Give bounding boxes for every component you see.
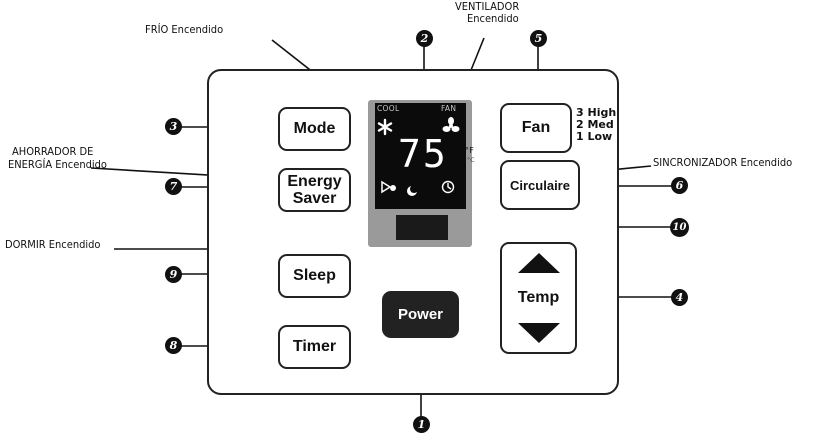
label-energy-on-2: ENERGÍA Encendido [8, 158, 107, 171]
energy-saver-icon [381, 180, 396, 194]
label-fan-on-1: VENTILADOR [455, 0, 520, 13]
callout-4: 4 [671, 289, 688, 306]
unit-celsius: °C [467, 157, 475, 164]
label-energy-on-1: AHORRADOR DE [12, 145, 94, 158]
temp-down-arrow-icon[interactable] [517, 322, 561, 344]
callout-7: 7 [165, 178, 182, 195]
circulaire-button[interactable]: Circulaire [500, 160, 580, 210]
callout-6: 6 [671, 177, 688, 194]
fan-speed-low: 1 Low [576, 130, 613, 143]
callout-2: 2 [416, 30, 433, 47]
fan-button[interactable]: Fan [500, 103, 572, 153]
temp-label: Temp [517, 289, 560, 306]
fan-icon [442, 117, 460, 132]
fan-speed-med: 2 Med [576, 118, 614, 131]
temp-up-arrow-icon[interactable] [517, 252, 561, 274]
timer-button[interactable]: Timer [278, 325, 351, 369]
display-cool-text: COOL [377, 104, 400, 113]
energy-saver-label-1: Energy [287, 173, 342, 190]
label-sync-on: SINCRONIZADOR Encendido [653, 156, 793, 169]
display-receiver-window [396, 215, 448, 240]
callout-1: 1 [413, 416, 430, 433]
label-sleep-on: DORMIR Encendido [5, 238, 101, 251]
label-fan-on-2: Encendido [467, 12, 519, 25]
sync-icon [441, 180, 455, 194]
callout-3: 3 [165, 118, 182, 135]
energy-saver-label-2: Saver [292, 190, 337, 207]
callout-8: 8 [165, 337, 182, 354]
fan-speed-high: 3 High [576, 106, 617, 119]
power-button[interactable]: Power [382, 291, 459, 338]
unit-fahrenheit: °F [465, 146, 475, 155]
mode-button[interactable]: Mode [278, 107, 351, 151]
callout-5: 5 [530, 30, 547, 47]
callout-9: 9 [165, 266, 182, 283]
callout-10: 10 [670, 218, 689, 237]
sleep-button[interactable]: Sleep [278, 254, 351, 298]
energy-saver-button[interactable]: Energy Saver [278, 168, 351, 212]
snowflake-icon [377, 118, 393, 136]
sleep-icon [407, 185, 418, 196]
fan-speed-list: 3 High 2 Med 1 Low [576, 107, 616, 143]
temperature-readout: 75 [398, 132, 448, 176]
display-fan-text: FAN [441, 104, 457, 113]
label-cool-on: FRÍO Encendido [145, 23, 224, 36]
temp-control: Temp [500, 242, 577, 354]
